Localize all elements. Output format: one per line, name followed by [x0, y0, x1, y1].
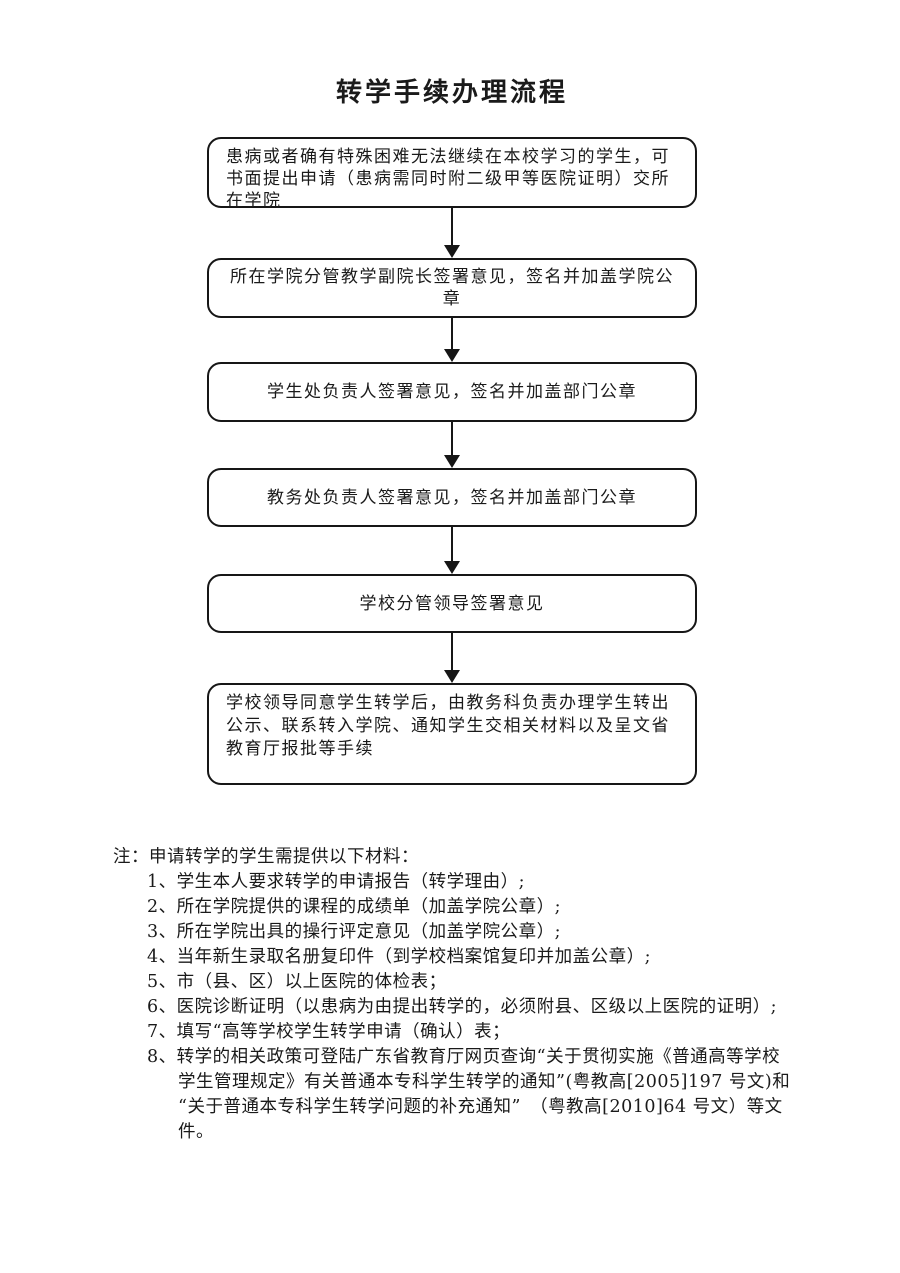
arrow-head-icon	[444, 561, 460, 574]
arrow-head-icon	[444, 349, 460, 362]
arrow-head-icon	[444, 455, 460, 468]
note-item-2: 2、所在学院提供的课程的成绩单（加盖学院公章）;	[147, 897, 562, 917]
note-item-1: 1、学生本人要求转学的申请报告（转学理由）;	[147, 872, 526, 892]
page-title: 转学手续办理流程	[335, 78, 568, 108]
note-item-8: 8、转学的相关政策可登陆广东省教育厅网页查询“关于贯彻实施《普通高等学校	[147, 1047, 781, 1067]
note-item-8-cont-1: 学生管理规定》有关普通本专科学生转学的通知”(粤教高[2005]197 号文)和	[178, 1072, 791, 1092]
flow-box-academic-affairs-sign: 教务处负责人签署意见，签名并加盖部门公章	[207, 468, 697, 527]
note-item-3: 3、所在学院出具的操行评定意见（加盖学院公章）;	[147, 922, 562, 942]
arrow-head-icon	[444, 670, 460, 683]
arrow-shaft	[451, 422, 453, 459]
flow-arrow-3	[444, 422, 460, 468]
flow-box-final-procedures: 学校领导同意学生转学后，由教务科负责办理学生转出公示、联系转入学院、通知学生交相…	[207, 683, 697, 785]
arrow-shaft	[451, 633, 453, 674]
note-header: 注：申请转学的学生需提供以下材料：	[113, 847, 419, 867]
note-item-6: 6、医院诊断证明（以患病为由提出转学的，必须附县、区级以上医院的证明）;	[147, 997, 778, 1017]
note-item-4: 4、当年新生录取名册复印件（到学校档案馆复印并加盖公章）;	[147, 947, 652, 967]
arrow-head-icon	[444, 245, 460, 258]
note-item-5: 5、市（县、区）以上医院的体检表；	[147, 972, 447, 992]
flow-box-college-vice-dean-sign: 所在学院分管教学副院长签署意见，签名并加盖学院公章	[207, 258, 697, 318]
flow-box-school-leader-sign: 学校分管领导签署意见	[207, 574, 697, 633]
note-item-8-cont-3: 件。	[178, 1122, 214, 1142]
arrow-shaft	[451, 208, 453, 249]
flow-arrow-2	[444, 318, 460, 362]
flow-arrow-4	[444, 527, 460, 574]
arrow-shaft	[451, 318, 453, 353]
flow-box-student-affairs-sign: 学生处负责人签署意见，签名并加盖部门公章	[207, 362, 697, 422]
arrow-shaft	[451, 527, 453, 565]
notes-section: 注：申请转学的学生需提供以下材料： 1、学生本人要求转学的申请报告（转学理由）;…	[113, 845, 885, 1145]
flow-box-student-application: 患病或者确有特殊困难无法继续在本校学习的学生，可书面提出申请（患病需同时附二级甲…	[207, 137, 697, 211]
flow-arrow-1	[444, 208, 460, 258]
note-item-8-cont-2: “关于普通本专科学生转学问题的补充通知” （粤教高[2010]64 号文）等文	[178, 1097, 783, 1117]
flow-arrow-5	[444, 633, 460, 683]
note-item-7: 7、填写“高等学校学生转学申请（确认）表；	[147, 1022, 511, 1042]
